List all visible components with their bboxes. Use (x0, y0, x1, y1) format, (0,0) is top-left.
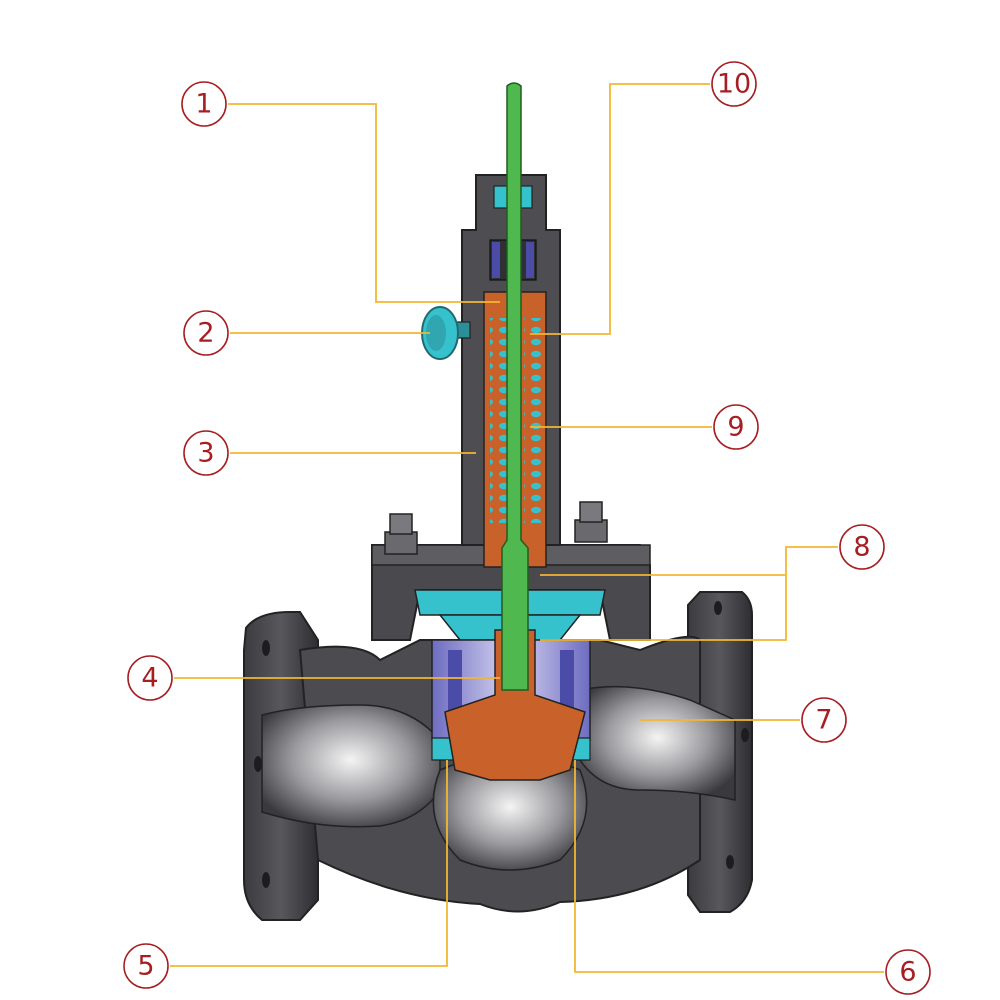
leader-line-1 (228, 103, 500, 303)
valve-stem (501, 82, 529, 691)
callout-3: 3 (183, 430, 229, 476)
callout-circle (711, 61, 757, 107)
spring-coil (490, 318, 508, 523)
callout-number: 9 (727, 412, 744, 443)
callout-number: 8 (853, 532, 870, 563)
bonnet-bolt-right (574, 501, 608, 543)
callout-number: 3 (197, 438, 214, 469)
callout-number: 5 (137, 951, 154, 982)
callout-circle (183, 310, 229, 356)
callout-number: 7 (815, 705, 832, 736)
callout-badges: 1 2 3 4 5 6 7 8 9 10 (123, 61, 931, 995)
callout-5: 5 (123, 943, 169, 989)
callout-1: 1 (181, 81, 227, 127)
flange-bolt-holes (254, 601, 749, 888)
callout-2: 2 (183, 310, 229, 356)
callout-4: 4 (127, 655, 173, 701)
callout-circle (183, 430, 229, 476)
bonnet-bolt-left (384, 513, 418, 555)
callout-number: 2 (197, 318, 214, 349)
callout-circle (127, 655, 173, 701)
callout-circle (713, 404, 759, 450)
callout-9: 9 (713, 404, 759, 450)
callout-number: 6 (899, 957, 916, 988)
callout-10: 10 (711, 61, 757, 107)
outlet-passage (579, 685, 736, 801)
adjustment-knob (421, 306, 471, 360)
callout-7: 7 (801, 697, 847, 743)
callout-8: 8 (839, 524, 885, 570)
leader-line-8 (540, 546, 838, 641)
callout-circle (839, 524, 885, 570)
callout-circle (801, 697, 847, 743)
callout-6: 6 (885, 949, 931, 995)
callout-number: 1 (195, 89, 212, 120)
leader-line-5 (170, 760, 448, 967)
inlet-passage (261, 704, 441, 828)
leader-lines (170, 83, 884, 973)
valve-plug (444, 629, 586, 781)
callout-number: 4 (141, 663, 158, 694)
callout-circle (885, 949, 931, 995)
leader-line-6 (574, 760, 884, 973)
callout-circle (181, 81, 227, 127)
callout-number: 10 (717, 69, 751, 100)
callout-circle (123, 943, 169, 989)
leader-line-10 (530, 83, 710, 335)
